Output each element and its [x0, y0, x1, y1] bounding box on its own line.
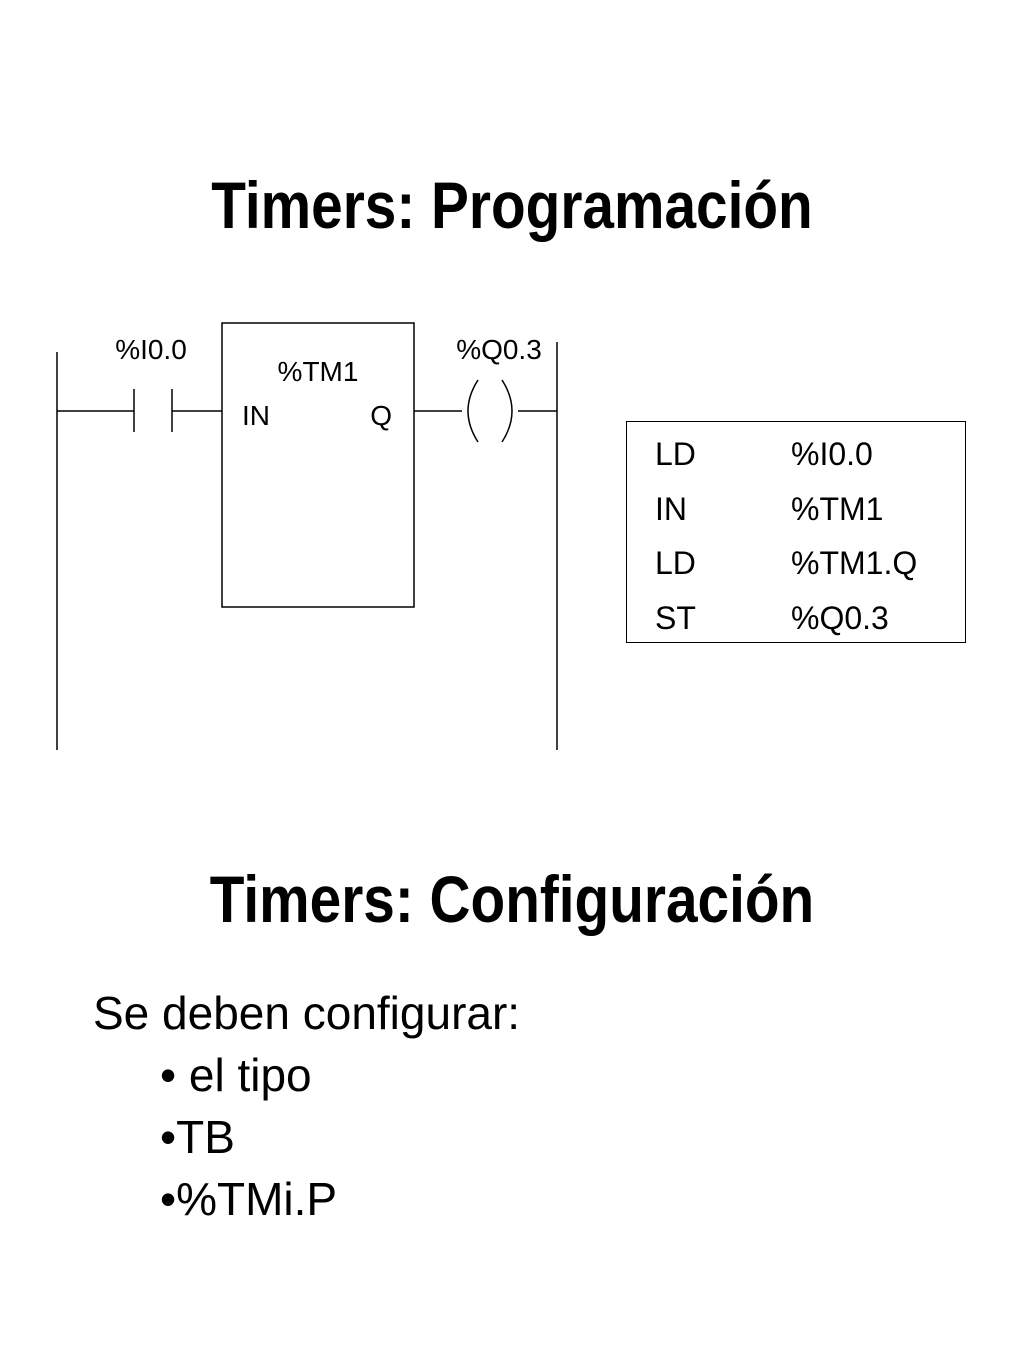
instruction-opcode: ST [655, 599, 696, 636]
list-item: •TB [160, 1111, 235, 1163]
configuration-list: • el tipo •TB •%TMi.P [93, 1044, 520, 1230]
instruction-operand: %TM1 [791, 490, 884, 527]
instruction-opcode: LD [655, 545, 696, 581]
list-item: • el tipo [160, 1049, 312, 1101]
timer-output-label: Q [370, 400, 392, 431]
timer-name: %TM1 [278, 356, 359, 387]
slide-title-programming: Timers: Programación [211, 168, 813, 243]
instruction-operand: %I0.0 [791, 436, 873, 472]
instruction-row: ST %Q0.3 [627, 598, 965, 653]
coil-symbol [467, 379, 513, 443]
contact-symbol [133, 389, 173, 432]
configuration-text: Se deben configurar: • el tipo •TB •%TMi… [93, 982, 520, 1230]
timer-input-label: IN [242, 400, 270, 431]
instruction-row: IN %TM1 [627, 489, 965, 544]
coil-label: %Q0.3 [456, 334, 542, 365]
instruction-row: LD %TM1.Q [627, 543, 965, 598]
timer-block [221, 322, 415, 608]
instruction-operand: %Q0.3 [791, 599, 889, 636]
instruction-list-box: LD %I0.0 IN %TM1 LD %TM1.Q ST %Q0.3 [626, 421, 966, 643]
instruction-opcode: LD [655, 436, 696, 472]
instruction-opcode: IN [655, 490, 687, 527]
contact-label: %I0.0 [115, 334, 187, 365]
list-item: •%TMi.P [160, 1173, 338, 1225]
ladder-diagram: %I0.0 %TM1 IN Q %Q0.3 [56, 322, 558, 750]
configuration-intro: Se deben configurar: [93, 987, 521, 1039]
instruction-row: LD %I0.0 [627, 434, 965, 489]
slide-title-configuration: Timers: Configuración [209, 862, 815, 937]
instruction-operand: %TM1.Q [791, 545, 918, 581]
